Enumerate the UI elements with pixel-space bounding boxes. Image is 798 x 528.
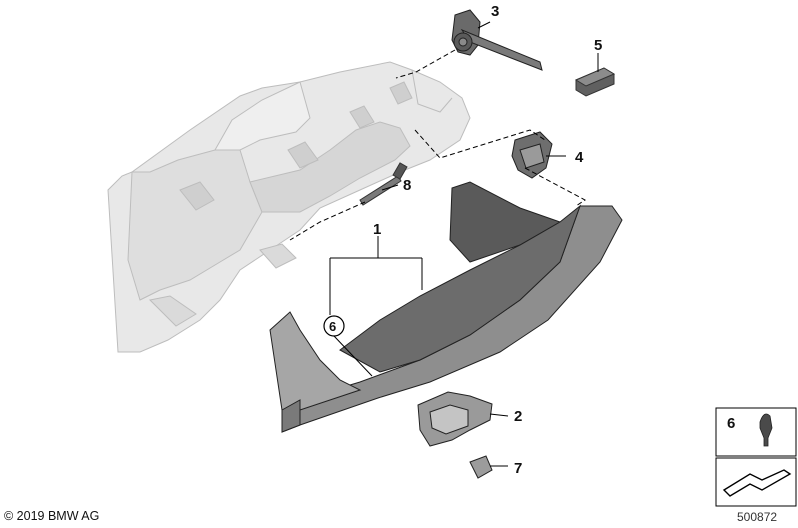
connector-lines xyxy=(289,49,586,241)
callout-3: 3 xyxy=(491,3,499,20)
leader-lines xyxy=(329,21,599,467)
inset-symbol xyxy=(715,457,797,507)
part-1-glovebox xyxy=(269,181,623,433)
callout-2: 2 xyxy=(514,408,522,425)
part-5-pad xyxy=(574,67,616,97)
callout-5: 5 xyxy=(594,37,602,54)
copyright-text: © 2019 BMW AG xyxy=(4,509,100,523)
diagram-number: 500872 xyxy=(737,510,778,524)
callout-6: 6 xyxy=(329,319,336,334)
bracket-symbol-icon xyxy=(722,469,792,497)
part-4-hinge-bracket xyxy=(511,131,553,179)
callout-4: 4 xyxy=(575,149,584,166)
callout-7: 7 xyxy=(514,460,522,477)
bumper-icon xyxy=(759,413,773,447)
dashboard-support-ghost xyxy=(107,61,471,353)
callout-6-circle: 6 xyxy=(323,315,345,337)
inset-part-6-label: 6 xyxy=(727,415,735,432)
part-3-actuator-rod xyxy=(451,9,543,71)
callout-8: 8 xyxy=(403,177,411,194)
inset-part-6: 6 xyxy=(715,407,797,457)
part-7-clip xyxy=(469,455,493,479)
part-2-lock xyxy=(417,391,493,447)
callout-1: 1 xyxy=(373,221,381,238)
